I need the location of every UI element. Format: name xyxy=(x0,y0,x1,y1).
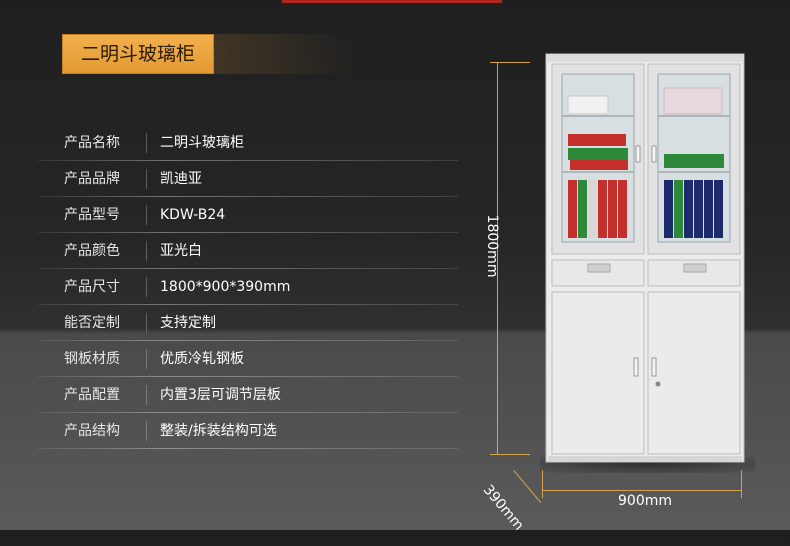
product-title: 二明斗玻璃柜 xyxy=(80,43,195,65)
spec-divider xyxy=(146,421,147,441)
spec-divider xyxy=(146,277,147,297)
spec-divider xyxy=(146,169,147,189)
spec-value: 内置3层可调节层板 xyxy=(160,387,281,403)
depth-dimension-line xyxy=(513,470,541,503)
spec-label: 产品颜色 xyxy=(64,243,120,259)
width-dimension-line xyxy=(542,490,742,491)
spec-value: 二明斗玻璃柜 xyxy=(160,135,244,151)
spec-label: 产品型号 xyxy=(64,207,120,223)
spec-row: 产品品牌 凯迪亚 xyxy=(38,161,458,197)
height-dimension-line xyxy=(497,62,498,454)
spec-row: 钢板材质 优质冷轧钢板 xyxy=(38,341,458,377)
height-dimension-cap-bottom xyxy=(490,454,530,455)
spec-divider xyxy=(146,241,147,261)
width-dimension-cap-right xyxy=(741,470,742,498)
spec-value: 优质冷轧钢板 xyxy=(160,351,244,367)
spec-value: 整装/拆装结构可选 xyxy=(160,423,277,439)
spec-label: 能否定制 xyxy=(64,315,120,331)
spec-value: 1800*900*390mm xyxy=(160,279,291,295)
spec-value: 亚光白 xyxy=(160,243,202,259)
spec-row: 产品名称 二明斗玻璃柜 xyxy=(38,125,458,161)
width-dimension-cap-left xyxy=(542,470,543,498)
title-plate xyxy=(62,34,214,74)
spec-label: 产品名称 xyxy=(64,135,120,151)
spec-label: 产品结构 xyxy=(64,423,120,439)
spec-value: 凯迪亚 xyxy=(160,171,202,187)
spec-row: 产品颜色 亚光白 xyxy=(38,233,458,269)
height-dimension-cap-top xyxy=(490,62,530,63)
spec-row: 产品结构 整装/拆装结构可选 xyxy=(38,413,458,449)
top-accent-line xyxy=(282,0,502,3)
spec-row: 能否定制 支持定制 xyxy=(38,305,458,341)
spec-divider xyxy=(146,205,147,225)
spec-table: 产品名称 二明斗玻璃柜 产品品牌 凯迪亚 产品型号 KDW-B24 产品颜色 亚光白 产… xyxy=(38,125,458,449)
cabinet-illustration xyxy=(545,53,745,463)
spec-label: 钢板材质 xyxy=(64,351,120,367)
depth-dimension-label: 390mm xyxy=(479,482,527,534)
spec-divider xyxy=(146,313,147,333)
spec-label: 产品品牌 xyxy=(64,171,120,187)
spec-row: 产品型号 KDW-B24 xyxy=(38,197,458,233)
title-fade xyxy=(214,34,354,74)
spec-row: 产品配置 内置3层可调节层板 xyxy=(38,377,458,413)
spec-row: 产品尺寸 1800*900*390mm xyxy=(38,269,458,305)
spec-divider xyxy=(146,385,147,405)
spec-label: 产品配置 xyxy=(64,387,120,403)
spec-divider xyxy=(146,349,147,369)
spec-label: 产品尺寸 xyxy=(64,279,120,295)
spec-divider xyxy=(146,133,147,153)
height-dimension-label: 1800mm xyxy=(484,214,500,278)
width-dimension-label: 900mm xyxy=(618,493,672,509)
spec-value: KDW-B24 xyxy=(160,207,226,223)
spec-value: 支持定制 xyxy=(160,315,216,331)
